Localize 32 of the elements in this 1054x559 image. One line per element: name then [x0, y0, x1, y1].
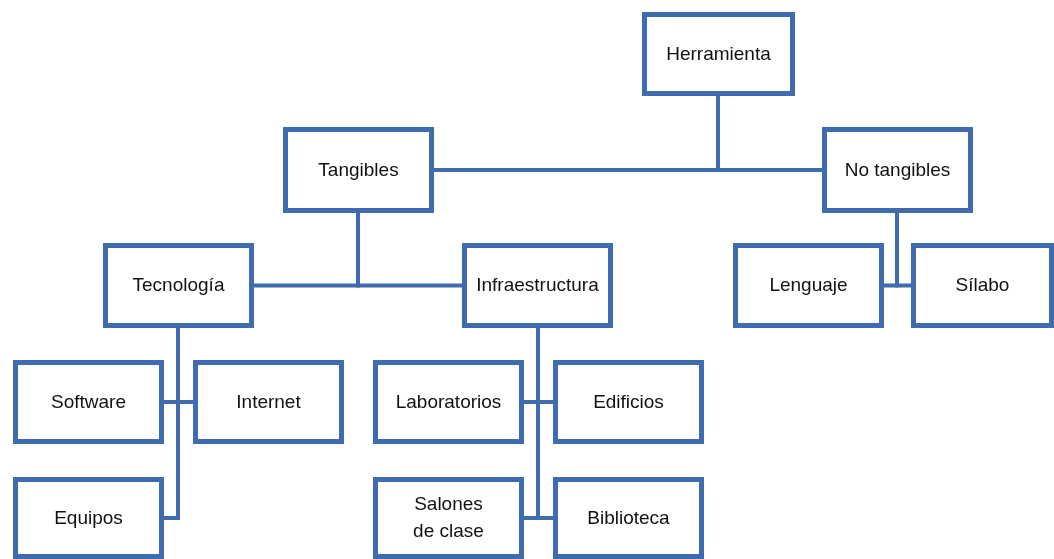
- node-label: Salones de clase: [412, 492, 485, 543]
- node-label: Biblioteca: [587, 505, 670, 530]
- category-box: [553, 477, 704, 559]
- node-label: Lenguaje: [769, 273, 848, 298]
- node-label: Infraestructura: [476, 273, 599, 298]
- node-label: Equipos: [54, 505, 123, 530]
- category-box: [911, 243, 1054, 328]
- node-label: Internet: [236, 389, 301, 414]
- node-label: Software: [51, 389, 126, 414]
- node-label: Edificios: [593, 389, 664, 414]
- connector-line: [536, 328, 553, 520]
- category-box: [822, 127, 973, 213]
- category-box: [13, 477, 164, 559]
- node-label: Tecnología: [132, 273, 225, 298]
- node-label: Herramienta: [666, 41, 771, 66]
- connector-line: [356, 213, 462, 288]
- category-box: [373, 360, 524, 444]
- category-box: [283, 127, 434, 213]
- node-label: No tangibles: [844, 157, 951, 182]
- category-box: [103, 243, 254, 328]
- category-box: [462, 243, 613, 328]
- category-box: [13, 360, 164, 444]
- node-label: Tangibles: [318, 157, 399, 182]
- node-label: Sílabo: [955, 273, 1010, 298]
- category-box: [733, 243, 884, 328]
- category-box: [642, 12, 795, 96]
- category-box: [553, 360, 704, 444]
- category-box: [373, 477, 524, 559]
- category-box: [193, 360, 344, 444]
- connector-line: [895, 213, 911, 288]
- connector-line: [716, 96, 822, 172]
- node-label: Laboratorios: [395, 389, 502, 414]
